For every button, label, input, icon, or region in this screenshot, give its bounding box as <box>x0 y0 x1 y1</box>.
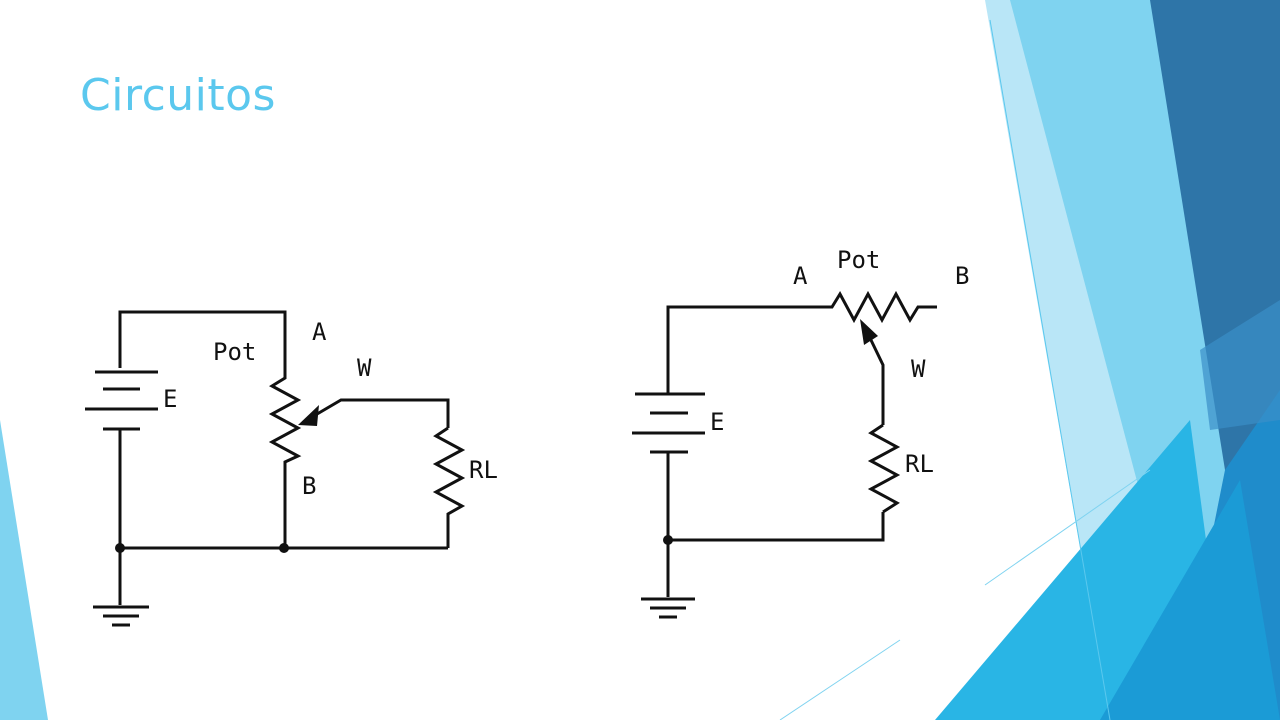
right-wiper-arrow <box>860 319 878 345</box>
right-wiper-wire <box>868 337 885 425</box>
slide-title: Circuitos <box>80 70 276 121</box>
right-top-wire <box>666 305 826 394</box>
right-source-label: E <box>710 408 724 436</box>
left-load-resistor <box>432 426 466 548</box>
right-accent-band <box>1200 300 1280 430</box>
right-pot-label: Pot <box>837 246 880 274</box>
left-terminal-b-label: B <box>302 472 316 500</box>
left-source-label: E <box>163 385 177 413</box>
left-load-label: RL <box>469 456 498 484</box>
left-top-wire <box>118 310 287 372</box>
accent-line-3 <box>984 469 1151 586</box>
right-load-resistor <box>867 423 901 514</box>
left-wiper-wire <box>311 398 450 428</box>
accent-line-1 <box>989 19 1111 720</box>
left-pot-label: Pot <box>213 338 256 366</box>
left-accent-shape <box>0 420 48 720</box>
right-wiper-label: W <box>911 355 926 383</box>
right-terminal-b-label: B <box>955 262 969 290</box>
right-pot-resistor <box>826 290 937 324</box>
right-bottom-wire <box>668 512 885 542</box>
left-junction-dot-1 <box>115 543 125 553</box>
right-load-label: RL <box>905 450 934 478</box>
right-junction-dot <box>663 535 673 545</box>
accent-line-2 <box>779 639 901 720</box>
bottom-accent-blue <box>1100 480 1280 720</box>
left-wiper-arrow <box>298 405 319 426</box>
left-terminal-a-label: A <box>312 318 327 346</box>
left-wiper-label: W <box>357 354 372 382</box>
left-junction-dot-2 <box>279 543 289 553</box>
left-pot-resistor <box>268 372 302 548</box>
right-terminal-a-label: A <box>793 262 808 290</box>
